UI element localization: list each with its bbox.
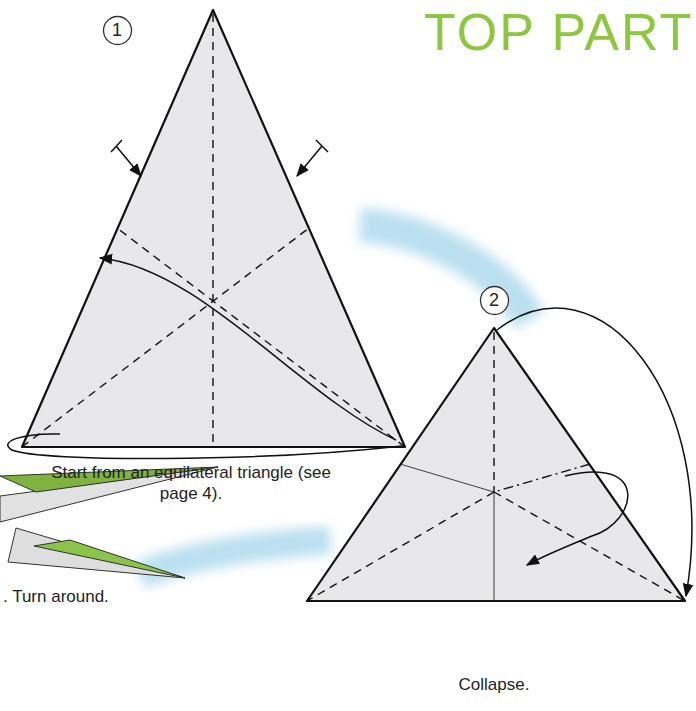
valley-folds <box>22 14 405 447</box>
swoosh <box>360 225 530 320</box>
fold-arrows <box>497 308 692 596</box>
fold-arrows <box>8 140 402 459</box>
paper-triangle <box>22 10 405 447</box>
step-number: 2 <box>479 285 510 316</box>
page-title: TOP PART <box>424 0 693 65</box>
crease-lines <box>307 332 685 601</box>
step-caption: Start from an equilateral triangle (see … <box>46 462 336 505</box>
step-caption: . Turn around. <box>3 586 143 607</box>
folded-model <box>0 467 218 578</box>
paper-triangle <box>307 328 685 601</box>
step-number: 1 <box>102 15 133 46</box>
swoosh <box>140 540 330 575</box>
callout-number: 1 <box>102 15 133 46</box>
step-caption: Collapse. <box>394 674 594 695</box>
callout-number: 2 <box>479 285 510 316</box>
